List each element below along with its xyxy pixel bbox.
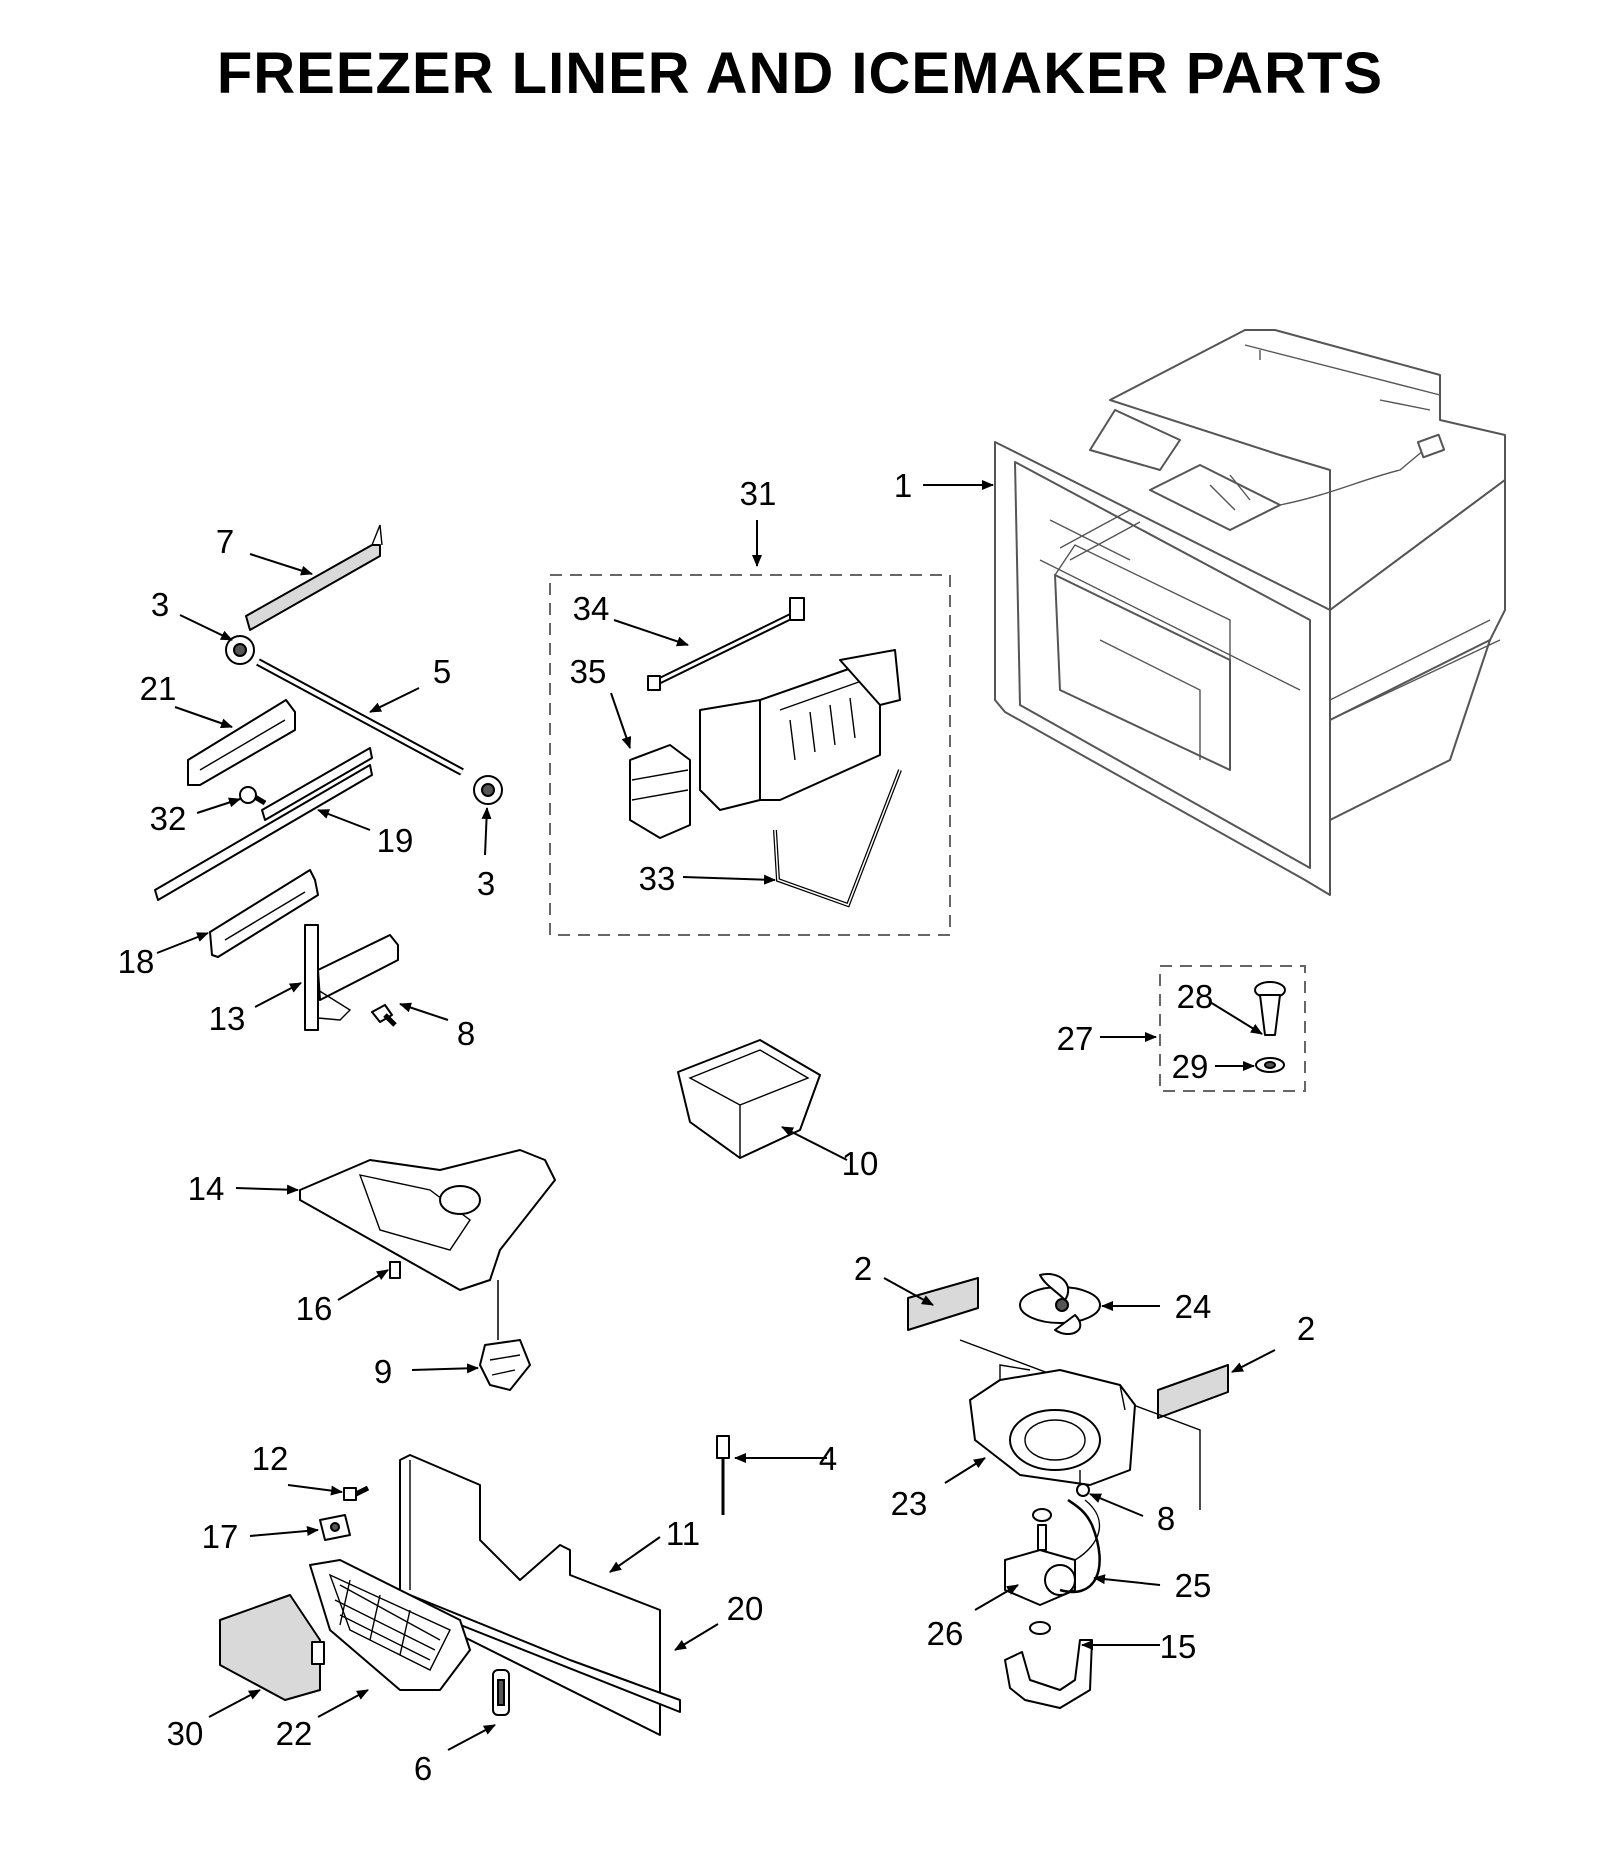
icemaker-assembly — [699, 649, 901, 811]
callout-7: 7 — [216, 523, 234, 560]
gear-3-bottom — [473, 775, 503, 805]
wire-harness-25 — [1059, 1498, 1101, 1594]
evaporator-cover-11 — [399, 1454, 661, 1736]
callout-3-bottom: 3 — [477, 865, 495, 902]
valve-kit-box — [1159, 965, 1306, 1092]
callout-2-left: 2 — [854, 1250, 872, 1287]
callout-30: 30 — [167, 1715, 204, 1752]
fan-motor-26 — [1004, 1499, 1101, 1606]
bracket-21 — [187, 699, 296, 786]
callout-3-top: 3 — [151, 586, 169, 623]
fan-shroud-23 — [959, 1339, 1201, 1510]
callout-20: 20 — [727, 1590, 764, 1627]
callout-35: 35 — [570, 653, 607, 690]
wire-harness-34 — [647, 597, 805, 691]
screw-8-right — [1076, 1483, 1090, 1497]
callout-2-right: 2 — [1297, 1310, 1315, 1347]
icemaker-kit-box — [549, 574, 951, 936]
slide-rail-19 — [154, 747, 373, 901]
sensor-4 — [716, 1435, 730, 1515]
callout-1: 1 — [894, 467, 912, 504]
callout-23: 23 — [891, 1485, 928, 1522]
screw-12 — [343, 1485, 370, 1501]
connector-16 — [389, 1261, 401, 1279]
leader-arrows — [156, 480, 1276, 1751]
callout-17: 17 — [202, 1518, 239, 1555]
callout-25: 25 — [1175, 1567, 1212, 1604]
callout-5: 5 — [433, 653, 451, 690]
bracket-13 — [304, 924, 399, 1031]
fitting-28 — [1254, 981, 1286, 1036]
freezer-liner — [994, 329, 1506, 896]
fan-blade-24 — [1019, 1273, 1101, 1335]
cover-30 — [219, 1594, 325, 1701]
callout-16: 16 — [296, 1290, 333, 1327]
callout-6: 6 — [414, 1750, 432, 1787]
callout-29: 29 — [1172, 1048, 1209, 1085]
washer-29 — [1255, 1057, 1285, 1073]
callout-labels: 1 2 2 3 3 4 5 6 7 8 8 9 10 11 12 13 14 1… — [118, 467, 1316, 1787]
callout-14: 14 — [188, 1170, 225, 1207]
callout-28: 28 — [1177, 978, 1214, 1015]
callout-32: 32 — [150, 800, 187, 837]
auger-shaft-5 — [256, 658, 464, 776]
front-cover-35 — [629, 744, 691, 839]
callout-11: 11 — [666, 1515, 700, 1552]
callout-24: 24 — [1175, 1288, 1212, 1325]
callout-8-left: 8 — [457, 1015, 475, 1052]
screw-32 — [239, 786, 267, 806]
diagram-title: FREEZER LINER AND ICEMAKER PARTS — [216, 41, 1384, 106]
callout-9: 9 — [374, 1353, 392, 1390]
callout-15: 15 — [1160, 1628, 1197, 1665]
callout-27: 27 — [1057, 1020, 1094, 1057]
callout-34: 34 — [573, 590, 610, 627]
callout-22: 22 — [276, 1715, 313, 1752]
callout-4: 4 — [819, 1440, 837, 1477]
sensor-6 — [492, 1669, 510, 1716]
thermistor-17 — [319, 1514, 351, 1541]
damper-9 — [479, 1280, 531, 1391]
callout-33: 33 — [639, 860, 676, 897]
gear-3-top — [225, 635, 255, 665]
ice-bin-10 — [677, 1039, 821, 1159]
grille-22 — [309, 1559, 471, 1691]
foam-block-2-left — [907, 1277, 979, 1331]
auger-rail-7 — [245, 524, 383, 631]
callout-26: 26 — [927, 1615, 964, 1652]
air-duct-14 — [299, 1149, 556, 1291]
foam-block-2-right — [1157, 1364, 1229, 1419]
callout-10: 10 — [842, 1145, 879, 1182]
shutoff-arm-33 — [773, 769, 902, 908]
callout-19: 19 — [377, 822, 414, 859]
callout-13: 13 — [209, 1000, 246, 1037]
callout-21: 21 — [140, 670, 177, 707]
screw-8-left — [371, 1004, 397, 1027]
bracket-18 — [209, 869, 319, 958]
callout-12: 12 — [252, 1440, 289, 1477]
callout-31: 31 — [740, 475, 777, 512]
callout-8-right: 8 — [1157, 1500, 1175, 1537]
motor-bracket-15 — [1004, 1621, 1093, 1709]
callout-18: 18 — [118, 943, 155, 980]
